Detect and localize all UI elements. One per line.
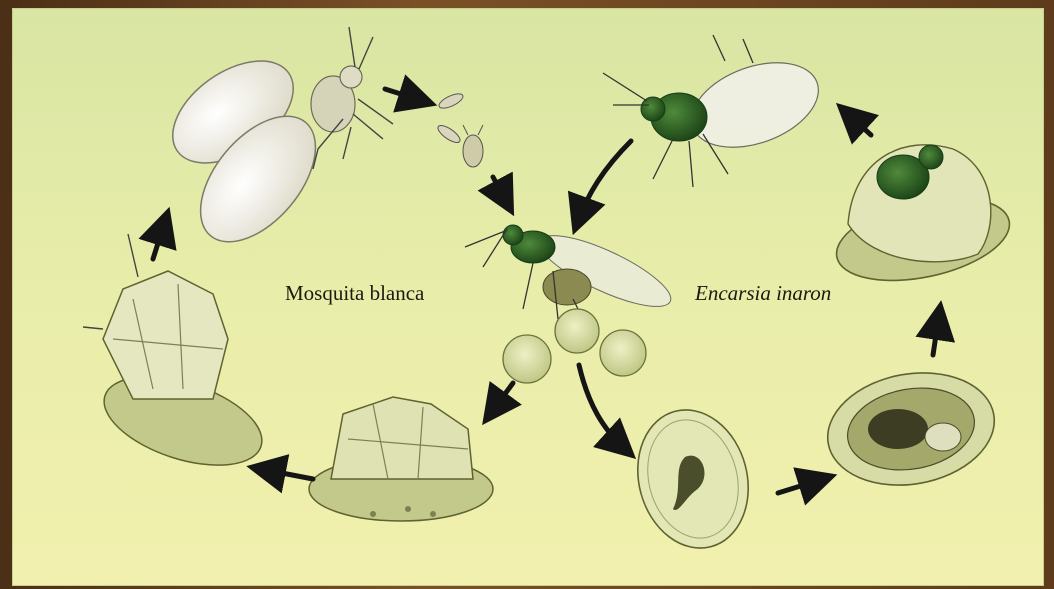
whitefly-label: Mosquita blanca — [285, 281, 424, 306]
encarsia-pupa-icon — [819, 360, 1004, 498]
emerged-pupa-icon — [83, 234, 273, 482]
encarsia-emerging-icon — [829, 145, 1017, 295]
whitefly-adult-icon — [154, 27, 393, 263]
whitefly-egg-icon — [435, 91, 483, 167]
encarsia-larva-icon — [623, 397, 764, 560]
parasitoid-label: Encarsia inaron — [695, 281, 831, 306]
whitefly-pupa-icon — [309, 397, 493, 521]
parasitized-nymph-icon — [503, 309, 646, 383]
life-cycle-diagram — [13, 9, 1043, 585]
encarsia-adult-icon — [603, 35, 830, 187]
life-cycle-panel: Mosquita blanca Encarsia inaron — [12, 8, 1044, 586]
